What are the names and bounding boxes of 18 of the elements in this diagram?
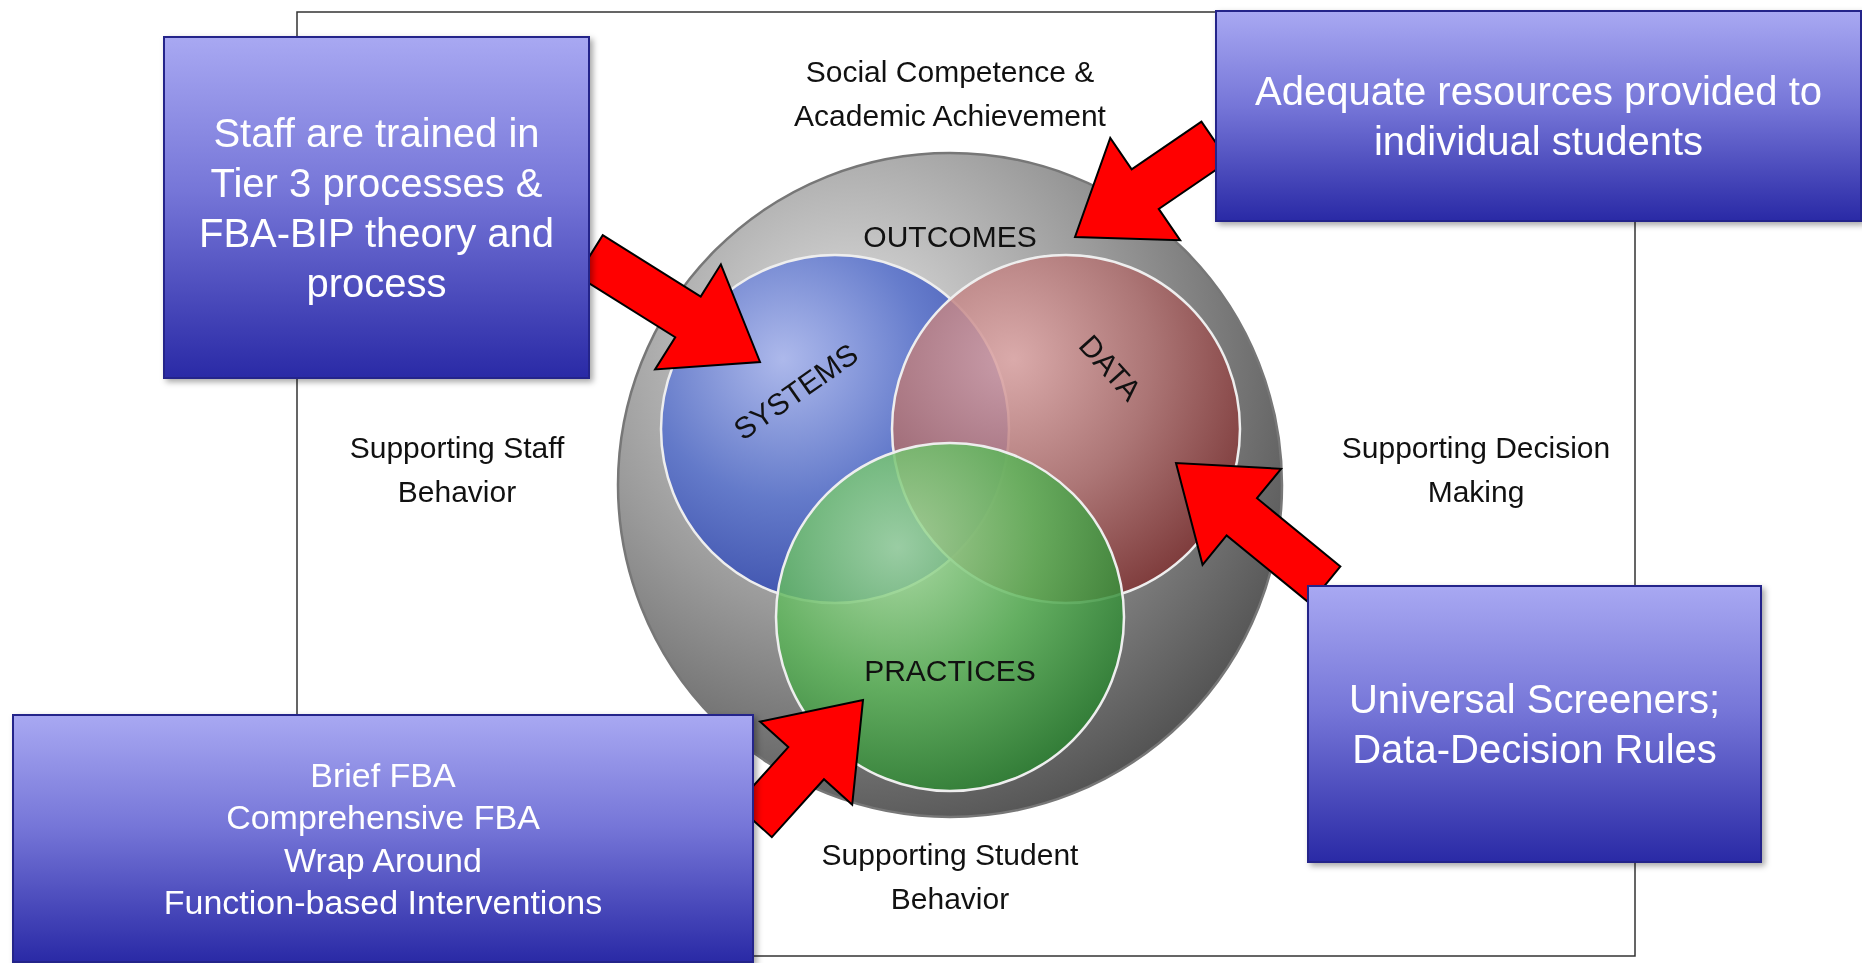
box-text: Universal Screeners; Data-Decision Rules bbox=[1347, 676, 1722, 773]
circle-label: OUTCOMES bbox=[863, 220, 1037, 254]
info-box bbox=[1215, 10, 1862, 222]
label-text: Social Competence & Academic Achievement bbox=[793, 53, 1107, 133]
info-box bbox=[1307, 585, 1762, 863]
box-text: Staff are trained in Tier 3 processes & FBA-BIP theory and process bbox=[198, 109, 555, 307]
label-text: Supporting Staff Behavior bbox=[348, 429, 566, 509]
box-text: Wrap Around bbox=[284, 839, 482, 881]
box-text: Adequate resources provided to individual students bbox=[1254, 68, 1823, 165]
block-arrow bbox=[1174, 461, 1342, 605]
label-text: Supporting Decision Making bbox=[1340, 429, 1612, 510]
info-box bbox=[12, 714, 754, 963]
box-text: Comprehensive FBA bbox=[226, 797, 540, 838]
label-text: Supporting Student Behavior bbox=[820, 836, 1080, 916]
box-text: Function-based Interventions bbox=[163, 882, 603, 923]
info-box bbox=[163, 36, 590, 379]
box-text: Brief FBA bbox=[310, 754, 456, 796]
circle-label: PRACTICES bbox=[864, 654, 1036, 688]
